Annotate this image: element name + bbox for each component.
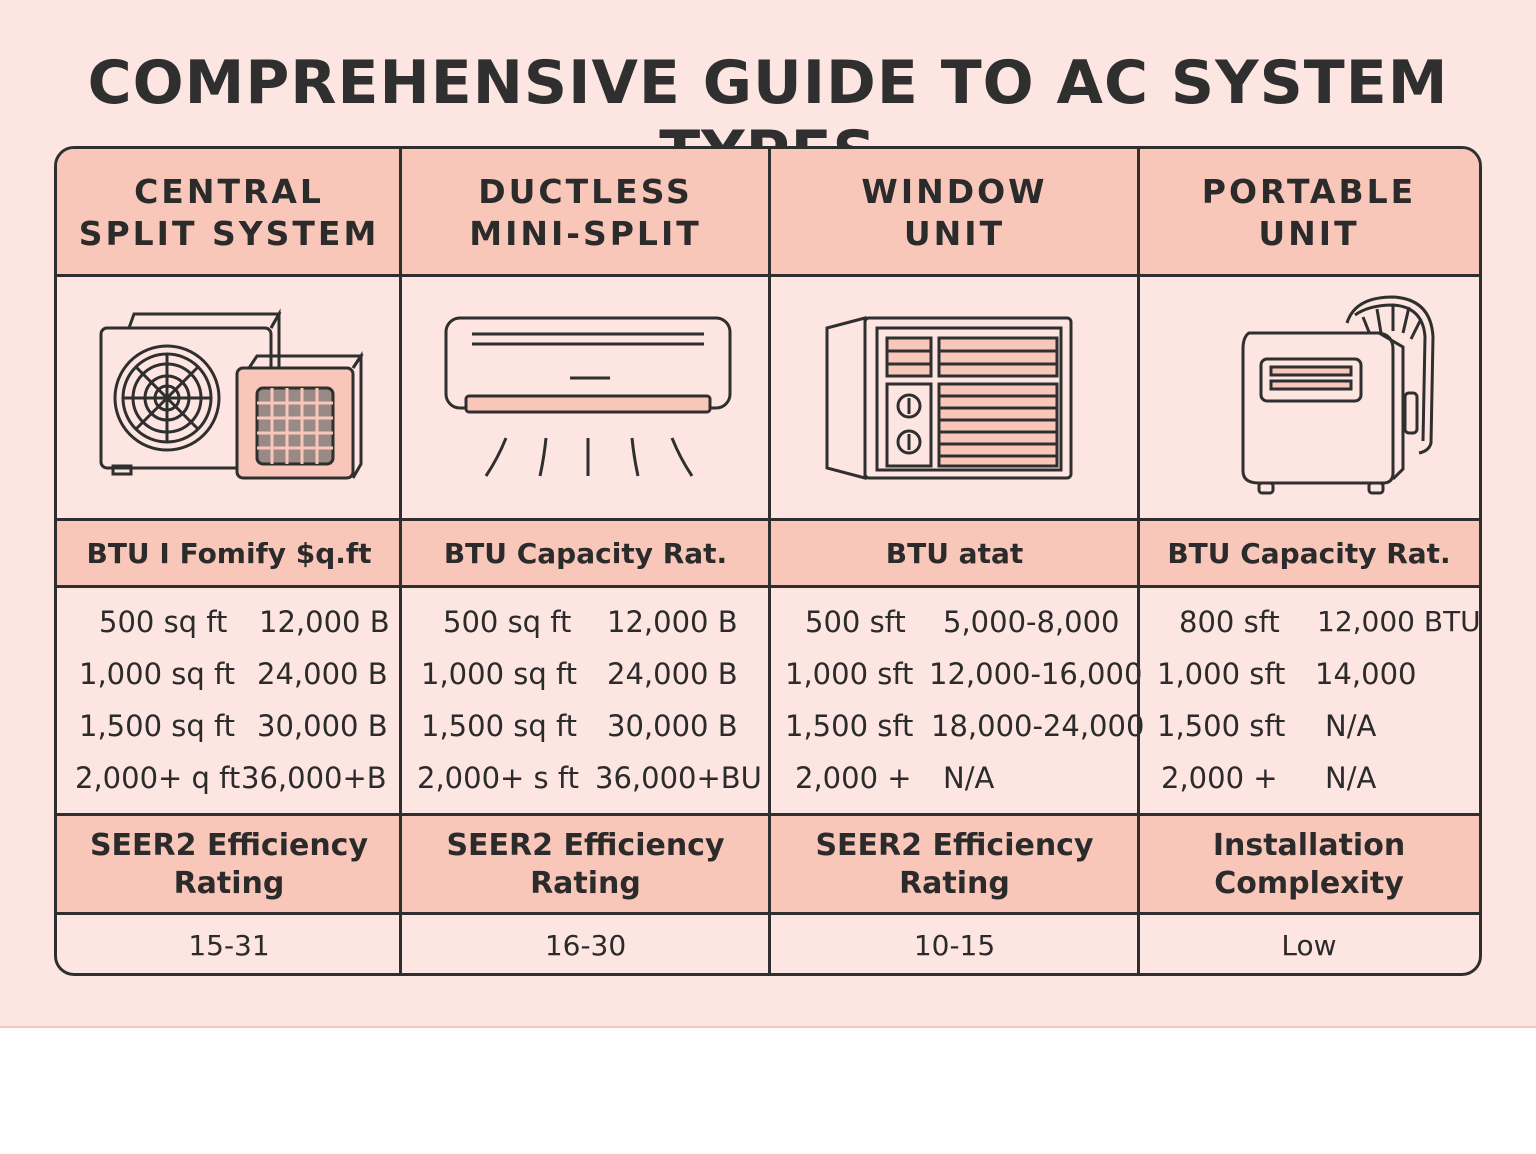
icon-row — [57, 276, 1479, 520]
btu-value: 12,000 BTU — [1317, 605, 1481, 638]
area-value: 2,000 + — [1161, 761, 1278, 795]
btu-label-window: BTU atat — [885, 537, 1024, 570]
ac-comparison-table: CENTRAL SPLIT SYSTEM DUCTLESS MINI-SPLIT… — [54, 146, 1482, 976]
btu-value: 24,000 B — [607, 657, 738, 691]
rating-label-ductless: SEER2 Eﬃciency Rating — [446, 827, 725, 901]
rating-value-portable: Low — [1281, 928, 1337, 962]
btu-value: 12,000 B — [259, 605, 390, 639]
btu-value: N/A — [943, 761, 995, 795]
area-value: 2,000+ s ft — [417, 761, 579, 795]
area-value: 1,000 sft — [1157, 657, 1286, 691]
rating-value-central: 15-31 — [188, 928, 270, 962]
btu-value: 12,000-16,000 — [929, 657, 1143, 691]
area-value: 1,500 sq ft — [421, 709, 578, 743]
col-header-portable: PORTABLE UNIT — [1201, 171, 1417, 253]
area-value: 2,000+ q ft — [75, 761, 241, 795]
btu-value: 18,000-24,000 — [931, 709, 1145, 743]
area-value: 1,500 sft — [1157, 709, 1286, 743]
outdoor-condenser-icon — [57, 276, 401, 520]
col-header-ductless: DUCTLESS MINI-SPLIT — [469, 171, 702, 253]
area-value: 2,000 + — [795, 761, 912, 795]
area-value: 1,500 sq ft — [79, 709, 236, 743]
rating-label-central: SEER2 Efficiency Rating — [89, 827, 369, 901]
btu-value: 12,000 B — [607, 605, 738, 639]
btu-label-central: BTU I Fomify $q.ft — [86, 537, 372, 570]
btu-value: 14,000 — [1315, 657, 1417, 691]
area-value: 1,000 sft — [785, 657, 914, 691]
area-value: 500 sq ft — [99, 605, 228, 639]
btu-value: 5,000-8,000 — [943, 605, 1120, 639]
area-value: 1,500 sft — [785, 709, 914, 743]
col-header-window: WINDOW UNIT — [861, 171, 1048, 253]
btu-value: 30,000 B — [257, 709, 388, 743]
btu-value: 36,000+B — [241, 761, 387, 795]
btu-value: 24,000 B — [257, 657, 388, 691]
window-ac-icon — [770, 276, 1139, 520]
infographic-canvas: COMPREHENSIVE GUIDE TO AC SYSTEM TYPES C… — [0, 0, 1536, 1028]
rating-value-ductless: 16-30 — [544, 928, 627, 962]
area-value: 500 sft — [805, 605, 906, 639]
col-header-central: CENTRAL SPLIT SYSTEM — [78, 171, 380, 253]
divider — [768, 149, 771, 973]
area-value: 1,000 sq ft — [421, 657, 578, 691]
header-row: CENTRAL SPLIT SYSTEM DUCTLESS MINI-SPLIT… — [57, 149, 1479, 276]
area-value: 500 sq ft — [443, 605, 572, 639]
rating-label-window: SEER2 Eﬃciency Rating — [815, 827, 1094, 901]
rating-value-window: 10-15 — [913, 928, 996, 962]
btu-values-row: 500 sq ft 12,000 B 1,000 sq ft 24,000 B … — [57, 587, 1479, 815]
btu-label-ductless: BTU Capacity Rat. — [443, 537, 728, 570]
wall-mini-split-icon — [401, 276, 770, 520]
btu-value: N/A — [1325, 709, 1377, 743]
btu-value: 36,000+BU — [595, 761, 762, 795]
divider — [1137, 149, 1140, 973]
btu-label-portable: BTU Capacity Rat. — [1167, 537, 1451, 570]
portable-ac-icon — [1139, 276, 1479, 520]
btu-value: N/A — [1325, 761, 1377, 795]
divider — [399, 149, 402, 973]
area-value: 800 sft — [1179, 605, 1280, 639]
rating-label-portable: Installation Complexity — [1212, 827, 1406, 901]
rating-value-row: 15-31 16-30 10-15 Low — [57, 914, 1479, 973]
btu-value: 30,000 B — [607, 709, 738, 743]
area-value: 1,000 sq ft — [79, 657, 236, 691]
